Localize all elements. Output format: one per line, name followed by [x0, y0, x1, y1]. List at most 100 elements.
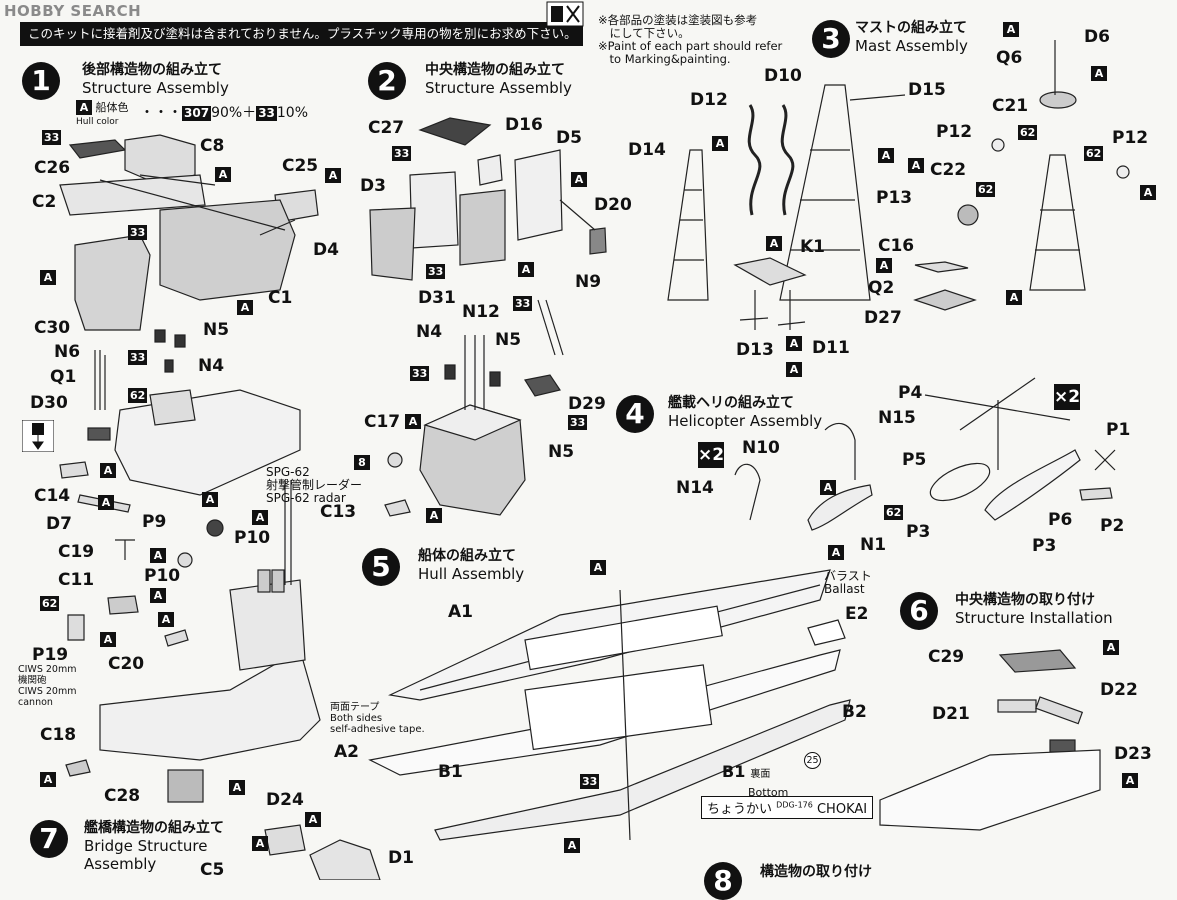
- part-k1: K1: [800, 237, 826, 257]
- tape-note: 両面テープ Both sides self-adhesive tape.: [330, 702, 425, 735]
- part-d3: D3: [360, 176, 386, 196]
- paint-62-marker: 62: [128, 388, 148, 403]
- part-n12: N12: [462, 302, 500, 322]
- part-c17: C17: [364, 412, 401, 432]
- part-d22: D22: [1100, 680, 1138, 700]
- part-c30: C30: [34, 318, 71, 338]
- paint-a-marker: A: [150, 588, 166, 603]
- part-c27-shape: [418, 117, 492, 146]
- part-c13: C13: [320, 502, 357, 522]
- paint-a-marker: A: [820, 480, 836, 495]
- paint-a-marker: A: [590, 560, 606, 575]
- part-n15: N15: [878, 408, 916, 428]
- hull-a2-shape: [434, 699, 851, 841]
- part-q2: Q2: [868, 278, 895, 298]
- part-p10-2: P10: [144, 566, 181, 586]
- part-n14: N14: [676, 478, 714, 498]
- mast-d14-shape: [667, 149, 709, 301]
- step-2-number: 2: [368, 62, 406, 100]
- paint-a-marker: A: [215, 167, 231, 182]
- step-3-number: 3: [812, 20, 850, 58]
- paint-a-marker: A: [305, 812, 321, 827]
- step-1-number: 1: [22, 62, 60, 100]
- paint-8-marker: 8: [354, 455, 370, 470]
- paint-a-marker: A: [1091, 66, 1107, 81]
- quantity-x2-badge: ×2: [1054, 384, 1080, 410]
- part-c16: C16: [878, 236, 915, 256]
- paint-a-marker: A: [1140, 185, 1156, 200]
- paint-a-marker: A: [1003, 22, 1019, 37]
- part-d20: D20: [594, 195, 632, 215]
- part-q6: Q6: [996, 48, 1023, 68]
- part-n4-s2: N4: [416, 322, 443, 342]
- part-c21: C21: [992, 96, 1029, 116]
- part-p13: P13: [876, 188, 913, 208]
- decal-25-marker: 25: [804, 752, 821, 769]
- paint-a-marker: A: [1103, 640, 1119, 655]
- paint-a-marker: A: [158, 612, 174, 627]
- no-glue-caution-icon: [546, 1, 584, 27]
- part-d7: D7: [46, 514, 72, 534]
- step-5-number: 5: [362, 548, 400, 586]
- paint-a-marker: A: [1006, 290, 1022, 305]
- paint-a-marker: A: [766, 236, 782, 251]
- part-d30: D30: [30, 393, 68, 413]
- part-k1-shape: [733, 257, 807, 286]
- part-d1: D1: [388, 848, 414, 868]
- paint-note: ※各部品の塗装は塗装図も参考 にして下さい。 ※Paint of each pa…: [598, 13, 783, 66]
- part-p5: P5: [902, 450, 927, 470]
- part-c11: C11: [58, 570, 95, 590]
- step-8-title: 構造物の取り付け: [760, 864, 872, 880]
- part-p9: P9: [142, 512, 167, 532]
- part-d27: D27: [864, 308, 902, 328]
- paint-33-marker: 33: [426, 264, 446, 279]
- part-p3-b: P3: [1032, 536, 1057, 556]
- step-2-title: 中央構造物の組み立て Structure Assembly: [425, 62, 572, 97]
- part-p2: P2: [1100, 516, 1125, 536]
- part-d10: D10: [764, 66, 802, 86]
- paint-a-marker: A: [100, 463, 116, 478]
- part-b2: B2: [842, 702, 867, 722]
- paint-a-marker: A: [786, 362, 802, 377]
- part-p4: P4: [898, 383, 923, 403]
- part-d14: D14: [628, 140, 666, 160]
- part-n5-s2: N5: [495, 330, 522, 350]
- paint-a-marker: A: [100, 632, 116, 647]
- paint-a-marker: A: [786, 336, 802, 351]
- paint-a-marker: A: [40, 270, 56, 285]
- paint-62-marker: 62: [884, 505, 904, 520]
- part-d15: D15: [908, 80, 946, 100]
- paint-a-marker: A: [405, 414, 421, 429]
- paint-62-marker: 62: [1084, 146, 1104, 161]
- part-d4: D4: [313, 240, 339, 260]
- paint-a-marker: A: [564, 838, 580, 853]
- part-e2: E2: [845, 604, 869, 624]
- part-c5: C5: [200, 860, 225, 880]
- part-d6: D6: [1084, 27, 1110, 47]
- step-4-title: 艦載ヘリの組み立て Helicopter Assembly: [668, 395, 823, 430]
- part-n5-s2b: N5: [548, 442, 575, 462]
- paint-a-marker: A: [252, 836, 268, 851]
- step-3-title: マストの組み立て Mast Assembly: [855, 20, 968, 55]
- part-d16: D16: [505, 115, 543, 135]
- paint-a-marker: A: [518, 262, 534, 277]
- paint-a-marker: A: [908, 158, 924, 173]
- part-n9: N9: [575, 272, 602, 292]
- paint-a-marker: A: [325, 168, 341, 183]
- paint-a-marker: A: [237, 300, 253, 315]
- paint-a-marker: A: [40, 772, 56, 787]
- paint-33-marker: 33: [392, 146, 412, 161]
- paint-a-marker: A: [229, 780, 245, 795]
- spg62-note: SPG-62 射撃管制レーダー SPG-62 radar: [266, 465, 363, 505]
- paint-33-marker: 33: [513, 296, 533, 311]
- part-c26: C26: [34, 158, 71, 178]
- step-5-title: 船体の組み立て Hull Assembly: [418, 548, 525, 583]
- part-n1: N1: [860, 535, 887, 555]
- mast-detail-shape: [1029, 154, 1086, 291]
- step-7-title: 艦橋構造物の組み立て Bridge Structure Assembly: [84, 820, 224, 873]
- step-6-number: 6: [900, 592, 938, 630]
- paint-a-marker: A: [426, 508, 442, 523]
- hobbysearch-watermark: HOBBY SEARCH: [4, 2, 142, 20]
- part-p12: P12: [936, 122, 973, 142]
